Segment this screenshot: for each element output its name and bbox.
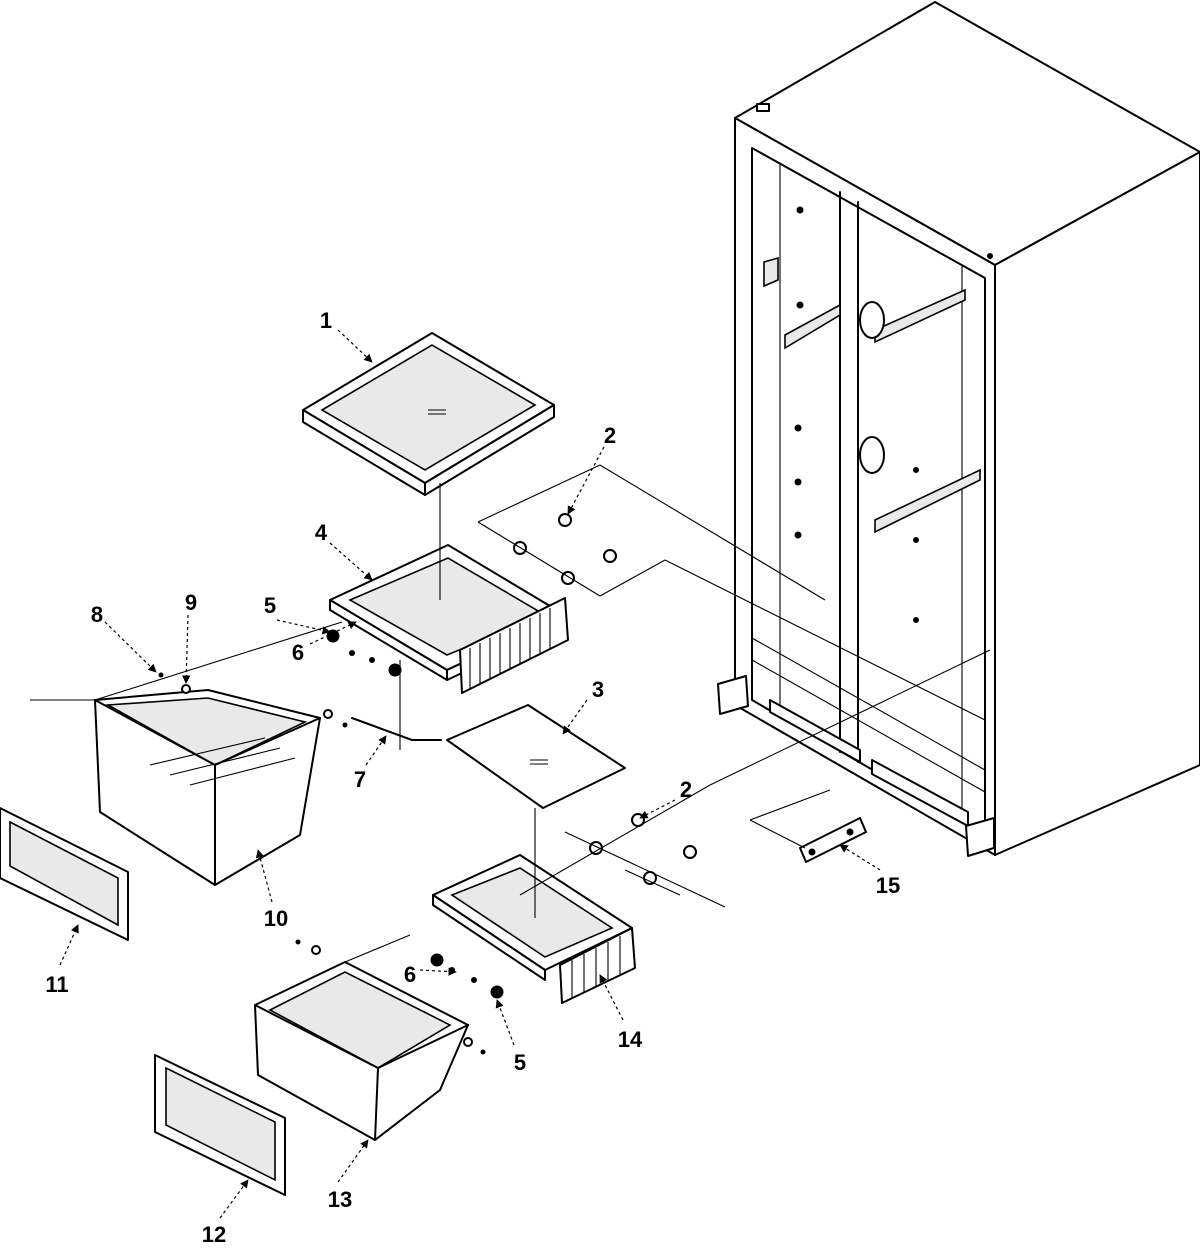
callout-2-upper: 2 xyxy=(604,423,616,448)
glass-shelf-upper xyxy=(302,332,555,496)
callout-1: 1 xyxy=(320,308,332,333)
basket-grille-upper xyxy=(459,597,569,694)
callout-4: 4 xyxy=(315,520,328,545)
callout-10: 10 xyxy=(264,906,288,931)
callout-2-lower: 2 xyxy=(680,777,692,802)
callout-3: 3 xyxy=(592,677,604,702)
callout-6-lower: 6 xyxy=(404,962,416,987)
crisper-pan-front-lower xyxy=(154,1054,286,1196)
callout-leaders xyxy=(59,329,881,1219)
callout-9: 9 xyxy=(185,590,197,615)
glass-shelf-lower xyxy=(446,704,626,809)
assembly-lines xyxy=(30,464,991,963)
crisper-pan-front-upper xyxy=(0,807,129,941)
callout-5-lower: 5 xyxy=(514,1050,526,1075)
callout-13: 13 xyxy=(328,1187,352,1212)
callout-6-upper: 6 xyxy=(292,640,304,665)
refrigerator-cabinet xyxy=(717,1,1200,857)
divider-rod xyxy=(351,717,442,741)
crisper-pan-upper xyxy=(94,689,321,886)
callout-15: 15 xyxy=(876,873,900,898)
callout-12: 12 xyxy=(202,1222,226,1247)
callout-8: 8 xyxy=(91,602,103,627)
callout-11: 11 xyxy=(45,972,68,997)
callout-5-upper: 5 xyxy=(264,593,276,618)
mounting-bracket xyxy=(799,817,867,863)
callout-labels: 1 2 2 3 4 5 5 6 6 7 8 9 10 11 12 13 14 1… xyxy=(45,308,900,1247)
crisper-cover-frame-upper xyxy=(329,544,569,694)
crisper-cover-frame-lower xyxy=(432,854,636,1004)
crisper-pan-lower xyxy=(254,961,469,1141)
callout-14: 14 xyxy=(618,1027,643,1052)
callout-7: 7 xyxy=(354,767,366,792)
